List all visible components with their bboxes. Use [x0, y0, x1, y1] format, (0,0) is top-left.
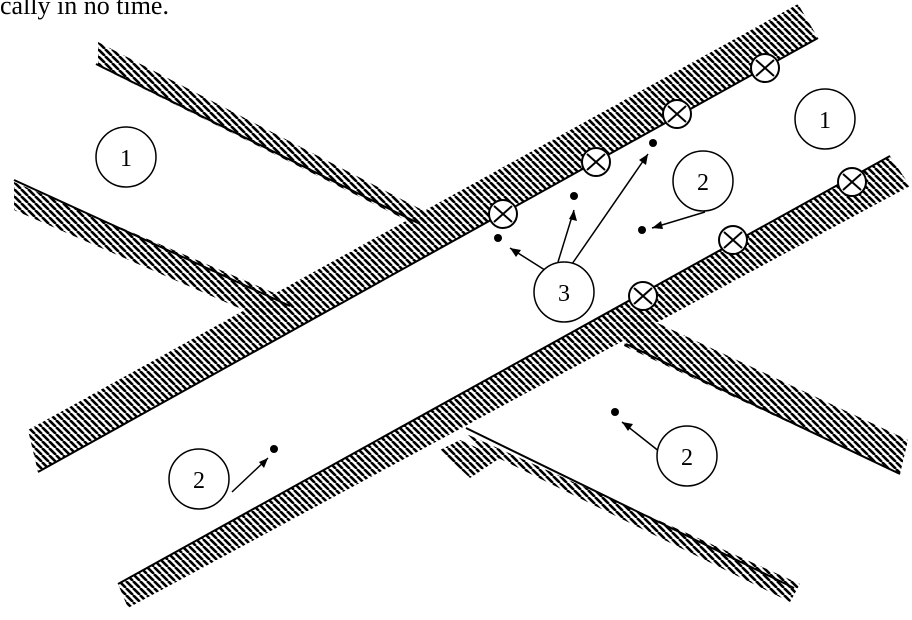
particle-dot: [649, 139, 657, 147]
wall-upper-left-1: [98, 42, 430, 226]
hole-marker-icon: [837, 167, 867, 197]
label-3: 3: [533, 261, 595, 323]
particle-dot: [638, 226, 646, 234]
wall-lower-right-1-edge: [625, 343, 901, 475]
hole-marker-icon: [488, 199, 518, 229]
label-2-lower-left: 2: [168, 448, 230, 510]
label-2-upper: 2: [672, 150, 734, 212]
particle-dot: [494, 234, 502, 242]
wall-lower-right-1: [624, 312, 908, 474]
wall-upper-left-1-edge: [95, 63, 421, 225]
leader-arrows: [231, 153, 706, 493]
channel-b-edge: [117, 155, 891, 585]
wall-lower-left-stub: [440, 440, 500, 478]
wall-upper-left-2-edge: [13, 179, 291, 307]
label-3-text: 3: [558, 281, 570, 307]
hole-markers: [488, 53, 867, 311]
label-1-text: 1: [120, 146, 132, 172]
hole-marker-icon: [581, 147, 611, 177]
channel-a-upper-wall: [28, 4, 818, 472]
particle-dot: [270, 445, 278, 453]
label-2-text: 2: [681, 445, 693, 471]
particles: [270, 139, 657, 453]
arrow-3-c: [571, 153, 649, 265]
wall-lower-right-2: [462, 432, 800, 602]
label-1-text: 1: [819, 108, 831, 134]
wall-lower-right-2-edge: [465, 427, 795, 589]
label-2-lower-right: 2: [656, 425, 718, 487]
hole-marker-icon: [628, 281, 658, 311]
hole-marker-icon: [718, 225, 748, 255]
channel-b: [117, 155, 910, 608]
particle-dot: [570, 192, 578, 200]
channel-b-wall: [118, 156, 910, 608]
hole-marker-icon: [750, 53, 780, 83]
label-2-text: 2: [193, 468, 205, 494]
hole-marker-icon: [662, 99, 692, 129]
particle-dot: [611, 408, 619, 416]
label-2-text: 2: [697, 170, 709, 196]
caption-text: cally in no time.: [0, 0, 169, 20]
crossing-walls: [13, 42, 908, 602]
label-1-left: 1: [95, 126, 157, 188]
wall-upper-left-2: [14, 182, 300, 318]
label-1-right: 1: [794, 88, 856, 150]
